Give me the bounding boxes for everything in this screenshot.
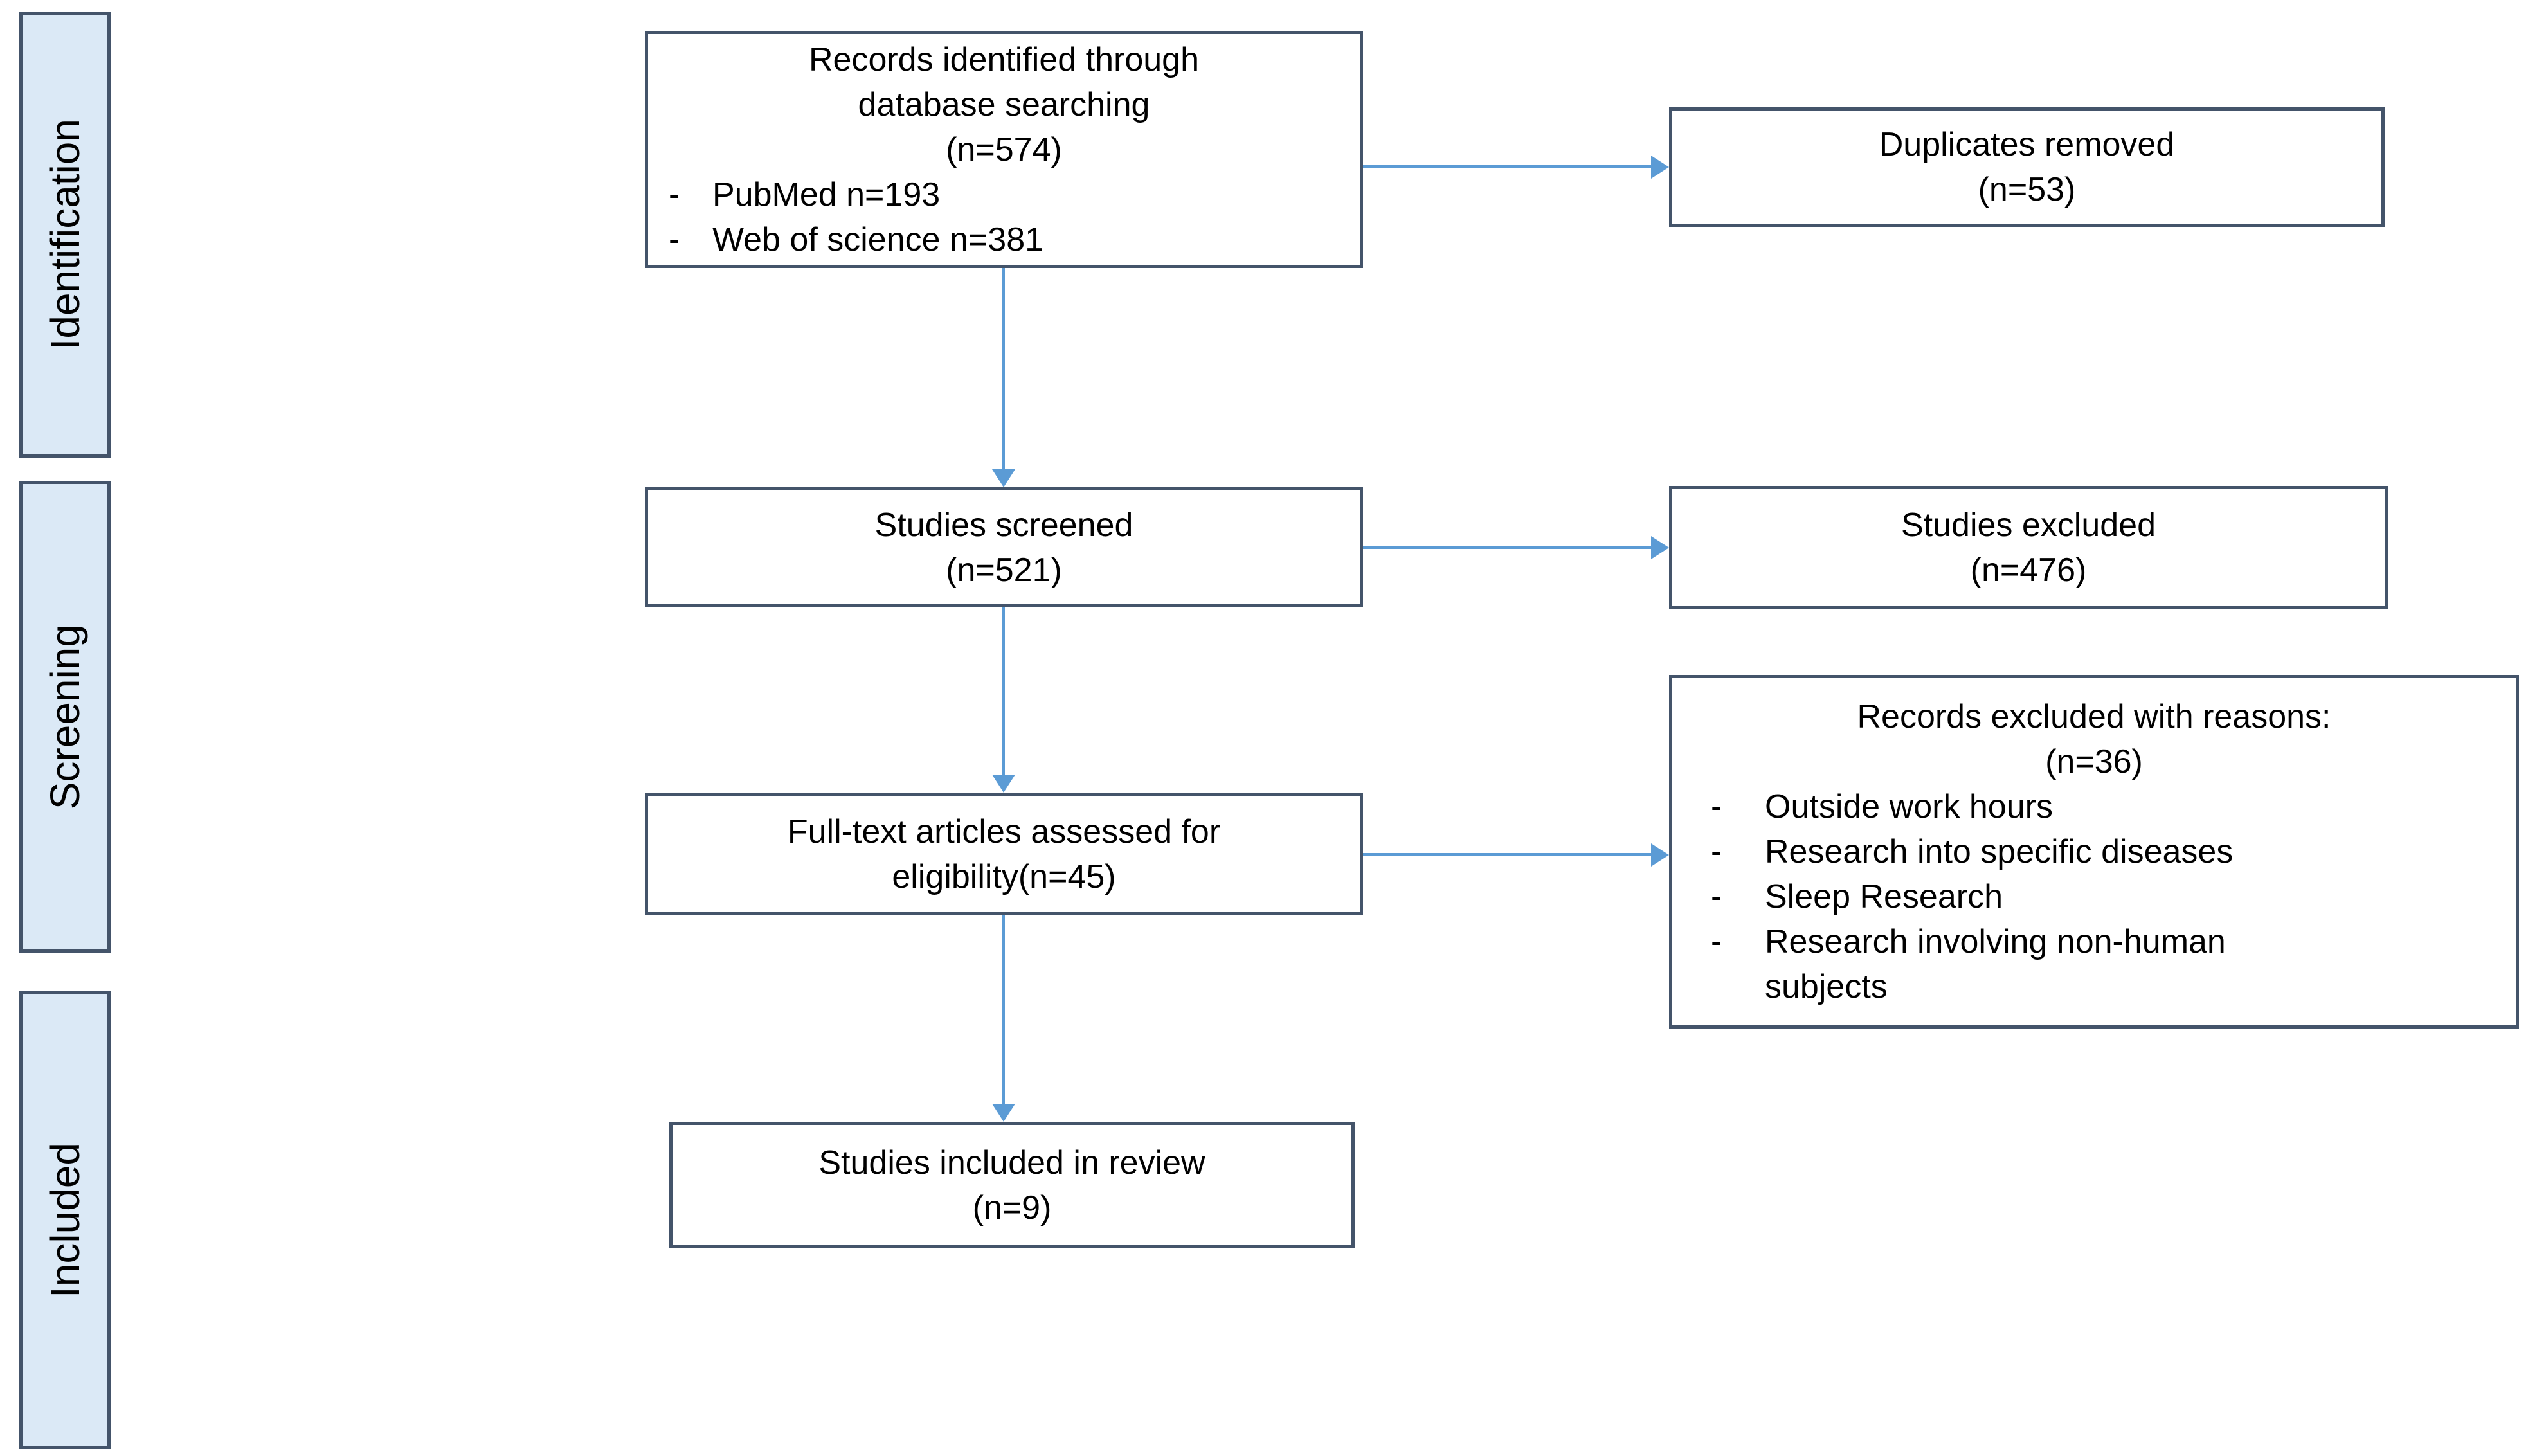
text-line: (n=521) (946, 551, 1062, 589)
stage-label-included: Included (42, 1142, 88, 1298)
text-line: eligibility(n=45) (892, 858, 1116, 895)
box-duplicates-removed: Duplicates removed (n=53) (1669, 107, 2385, 227)
arrow-screened-to-excluded-head (1651, 536, 1669, 559)
box-studies-excluded: Studies excluded (n=476) (1669, 486, 2388, 609)
bullet-text: Research involving non-human subjects (1765, 923, 2226, 1005)
bullet-item: - Research involving non-human subjects (1711, 919, 2516, 1009)
text-line: (n=9) (972, 1189, 1052, 1227)
box-records-excluded-reasons: Records excluded with reasons: (n=36) - … (1669, 675, 2519, 1029)
bullet-dash: - (669, 175, 680, 213)
box-records-excluded-reasons-bullets: - Outside work hours - Research into spe… (1672, 784, 2516, 1009)
text-line: Studies included in review (818, 1144, 1205, 1182)
text-line: Duplicates removed (1879, 126, 2175, 163)
text-line: Records identified through (808, 40, 1200, 78)
bullet-text: Research into specific diseases (1765, 833, 2234, 870)
box-studies-included-text: Studies included in review (n=9) (673, 1140, 1351, 1230)
box-records-identified-bullets: - PubMed n=193 - Web of science n=381 (648, 172, 1360, 262)
arrow-fulltext-to-reasons-shaft (1363, 853, 1652, 856)
bullet-dash: - (1711, 923, 1722, 960)
bullet-text: PubMed n=193 (712, 175, 941, 213)
box-records-identified: Records identified through database sear… (645, 31, 1363, 268)
stage-band-screening: Screening (19, 481, 111, 953)
bullet-text: Outside work hours (1765, 788, 2053, 825)
bullet-item: - Research into specific diseases (1711, 829, 2516, 874)
arrow-records-to-duplicates-head (1651, 156, 1669, 179)
arrow-screened-to-fulltext-shaft (1002, 607, 1005, 776)
text-line: Records excluded with reasons: (1857, 698, 2331, 735)
box-studies-screened-text: Studies screened (n=521) (648, 503, 1360, 593)
text-line: database searching (858, 85, 1150, 123)
arrow-screened-to-excluded-shaft (1363, 546, 1652, 549)
text-line: Studies excluded (1900, 507, 2156, 544)
bullet-text: Web of science n=381 (712, 220, 1044, 258)
arrow-records-to-screened-shaft (1002, 268, 1005, 471)
arrow-screened-to-fulltext-head (992, 775, 1015, 793)
stage-band-included: Included (19, 991, 111, 1449)
box-records-identified-text: Records identified through database sear… (648, 37, 1360, 172)
bullet-dash: - (1711, 788, 1722, 825)
bullet-item: - Outside work hours (1711, 784, 2516, 829)
arrow-records-to-duplicates-shaft (1363, 165, 1652, 168)
box-duplicates-removed-text: Duplicates removed (n=53) (1672, 122, 2381, 212)
box-studies-excluded-text: Studies excluded (n=476) (1672, 503, 2385, 593)
box-studies-included: Studies included in review (n=9) (669, 1122, 1355, 1248)
text-line: (n=53) (1978, 171, 2076, 208)
text-line: Studies screened (874, 506, 1133, 544)
stage-band-identification: Identification (19, 12, 111, 458)
arrow-fulltext-to-reasons-head (1651, 843, 1669, 867)
box-records-excluded-reasons-text: Records excluded with reasons: (n=36) (1672, 694, 2516, 784)
bullet-dash: - (669, 220, 680, 258)
text-line: (n=476) (1970, 552, 2087, 589)
text-line: Full-text articles assessed for (787, 813, 1221, 850)
box-fulltext-assessed: Full-text articles assessed for eligibil… (645, 793, 1363, 915)
bullet-text: Sleep Research (1765, 878, 2003, 915)
arrow-fulltext-to-included-shaft (1002, 915, 1005, 1105)
text-line: (n=36) (2045, 743, 2143, 780)
arrow-fulltext-to-included-head (992, 1104, 1015, 1122)
arrow-records-to-screened-head (992, 469, 1015, 487)
bullet-item: - Sleep Research (1711, 874, 2516, 919)
stage-label-identification: Identification (42, 119, 88, 350)
box-fulltext-assessed-text: Full-text articles assessed for eligibil… (648, 809, 1360, 899)
text-line: (n=574) (946, 130, 1062, 168)
bullet-item: - PubMed n=193 (669, 172, 1360, 217)
bullet-item: - Web of science n=381 (669, 217, 1360, 262)
bullet-dash: - (1711, 878, 1722, 915)
bullet-dash: - (1711, 833, 1722, 870)
stage-label-screening: Screening (42, 624, 88, 810)
box-studies-screened: Studies screened (n=521) (645, 487, 1363, 607)
